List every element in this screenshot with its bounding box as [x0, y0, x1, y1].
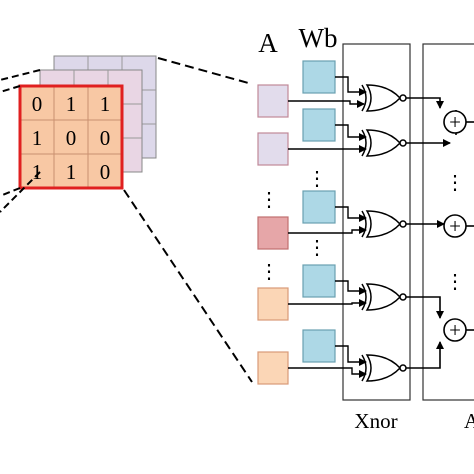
projection-line	[123, 189, 253, 383]
accumulator-ellipsis: ⋮	[445, 172, 465, 194]
wire	[335, 345, 367, 366]
matrix-values: 0 1 1 1 0 0 1 1 0	[32, 92, 111, 184]
matrix-front-rect	[20, 86, 122, 188]
matrix-front-border	[18, 84, 124, 190]
accumulator-block-frame	[422, 43, 474, 401]
matrix-cell: 1	[66, 160, 77, 184]
a-column: ⋮ ⋮	[257, 84, 289, 385]
a-input-box	[257, 132, 289, 166]
adder-circle	[443, 318, 467, 342]
adder-plus: +	[449, 110, 461, 134]
matrix-cell: 1	[32, 126, 43, 150]
projection-line	[0, 85, 21, 93]
matrix-cell: 0	[66, 126, 77, 150]
wb-weight-box	[302, 108, 336, 142]
adder-circle	[443, 110, 467, 134]
wire	[406, 97, 444, 109]
xnor-gate	[361, 283, 407, 311]
matrix-cell: 0	[100, 160, 111, 184]
projection-line	[0, 187, 21, 197]
adders: + + + ⋮ ⋮	[443, 110, 467, 342]
matrix-front-layer: 0 1 1 1 0 0 1 1 0	[18, 84, 124, 190]
xnor-gate	[361, 84, 407, 112]
wb-weight-box	[302, 264, 336, 298]
wb-column-ellipsis: ⋮	[307, 237, 327, 259]
wire	[288, 226, 367, 234]
accumulator-block-label: A	[464, 409, 474, 433]
wb-column-label: Wb	[299, 23, 338, 53]
a-input-box	[257, 216, 289, 250]
wb-weight-box	[302, 190, 336, 224]
wire	[335, 124, 367, 141]
wire	[288, 367, 367, 378]
matrix-cell: 1	[100, 92, 111, 116]
a-column-ellipsis: ⋮	[259, 261, 279, 283]
xnor-gate	[361, 354, 407, 382]
wire	[335, 280, 367, 295]
wb-column: ⋮ ⋮	[302, 60, 336, 363]
xnor-gate	[361, 129, 407, 157]
xnor-gates	[361, 84, 407, 382]
wire	[335, 206, 367, 222]
wire	[406, 341, 444, 369]
wb-column-ellipsis: ⋮	[307, 168, 327, 190]
projection-line	[157, 57, 253, 85]
projection-line	[0, 69, 41, 81]
matrix-cell: 1	[66, 92, 77, 116]
wire	[288, 299, 367, 307]
wb-wires	[335, 76, 367, 366]
wb-weight-box	[302, 60, 336, 94]
wb-weight-box	[302, 329, 336, 363]
wire	[288, 100, 365, 108]
projection-line	[0, 171, 41, 213]
a-column-ellipsis: ⋮	[259, 189, 279, 211]
xnor-block-label: Xnor	[354, 409, 397, 433]
a-wires	[288, 100, 367, 378]
wire	[335, 76, 367, 96]
matrix-cell: 0	[100, 126, 111, 150]
xnor-gate	[361, 210, 407, 238]
adder-plus: +	[449, 318, 461, 342]
matrix-stack: 0 1 1 1 0 0 1 1 0	[18, 55, 157, 190]
matrix-cell: 0	[32, 92, 43, 116]
a-input-box	[257, 287, 289, 321]
wire	[406, 296, 444, 319]
matrix-right-projection-lines	[123, 57, 253, 383]
a-input-box	[257, 84, 289, 118]
a-input-box	[257, 351, 289, 385]
a-column-label: A	[258, 28, 278, 58]
xnor-block-frame	[342, 43, 411, 401]
adder-plus: +	[449, 214, 461, 238]
accumulator-ellipsis: ⋮	[445, 271, 465, 293]
matrix-cell: 1	[32, 160, 43, 184]
matrix-left-projection-lines	[0, 69, 41, 213]
adder-circle	[443, 214, 467, 238]
